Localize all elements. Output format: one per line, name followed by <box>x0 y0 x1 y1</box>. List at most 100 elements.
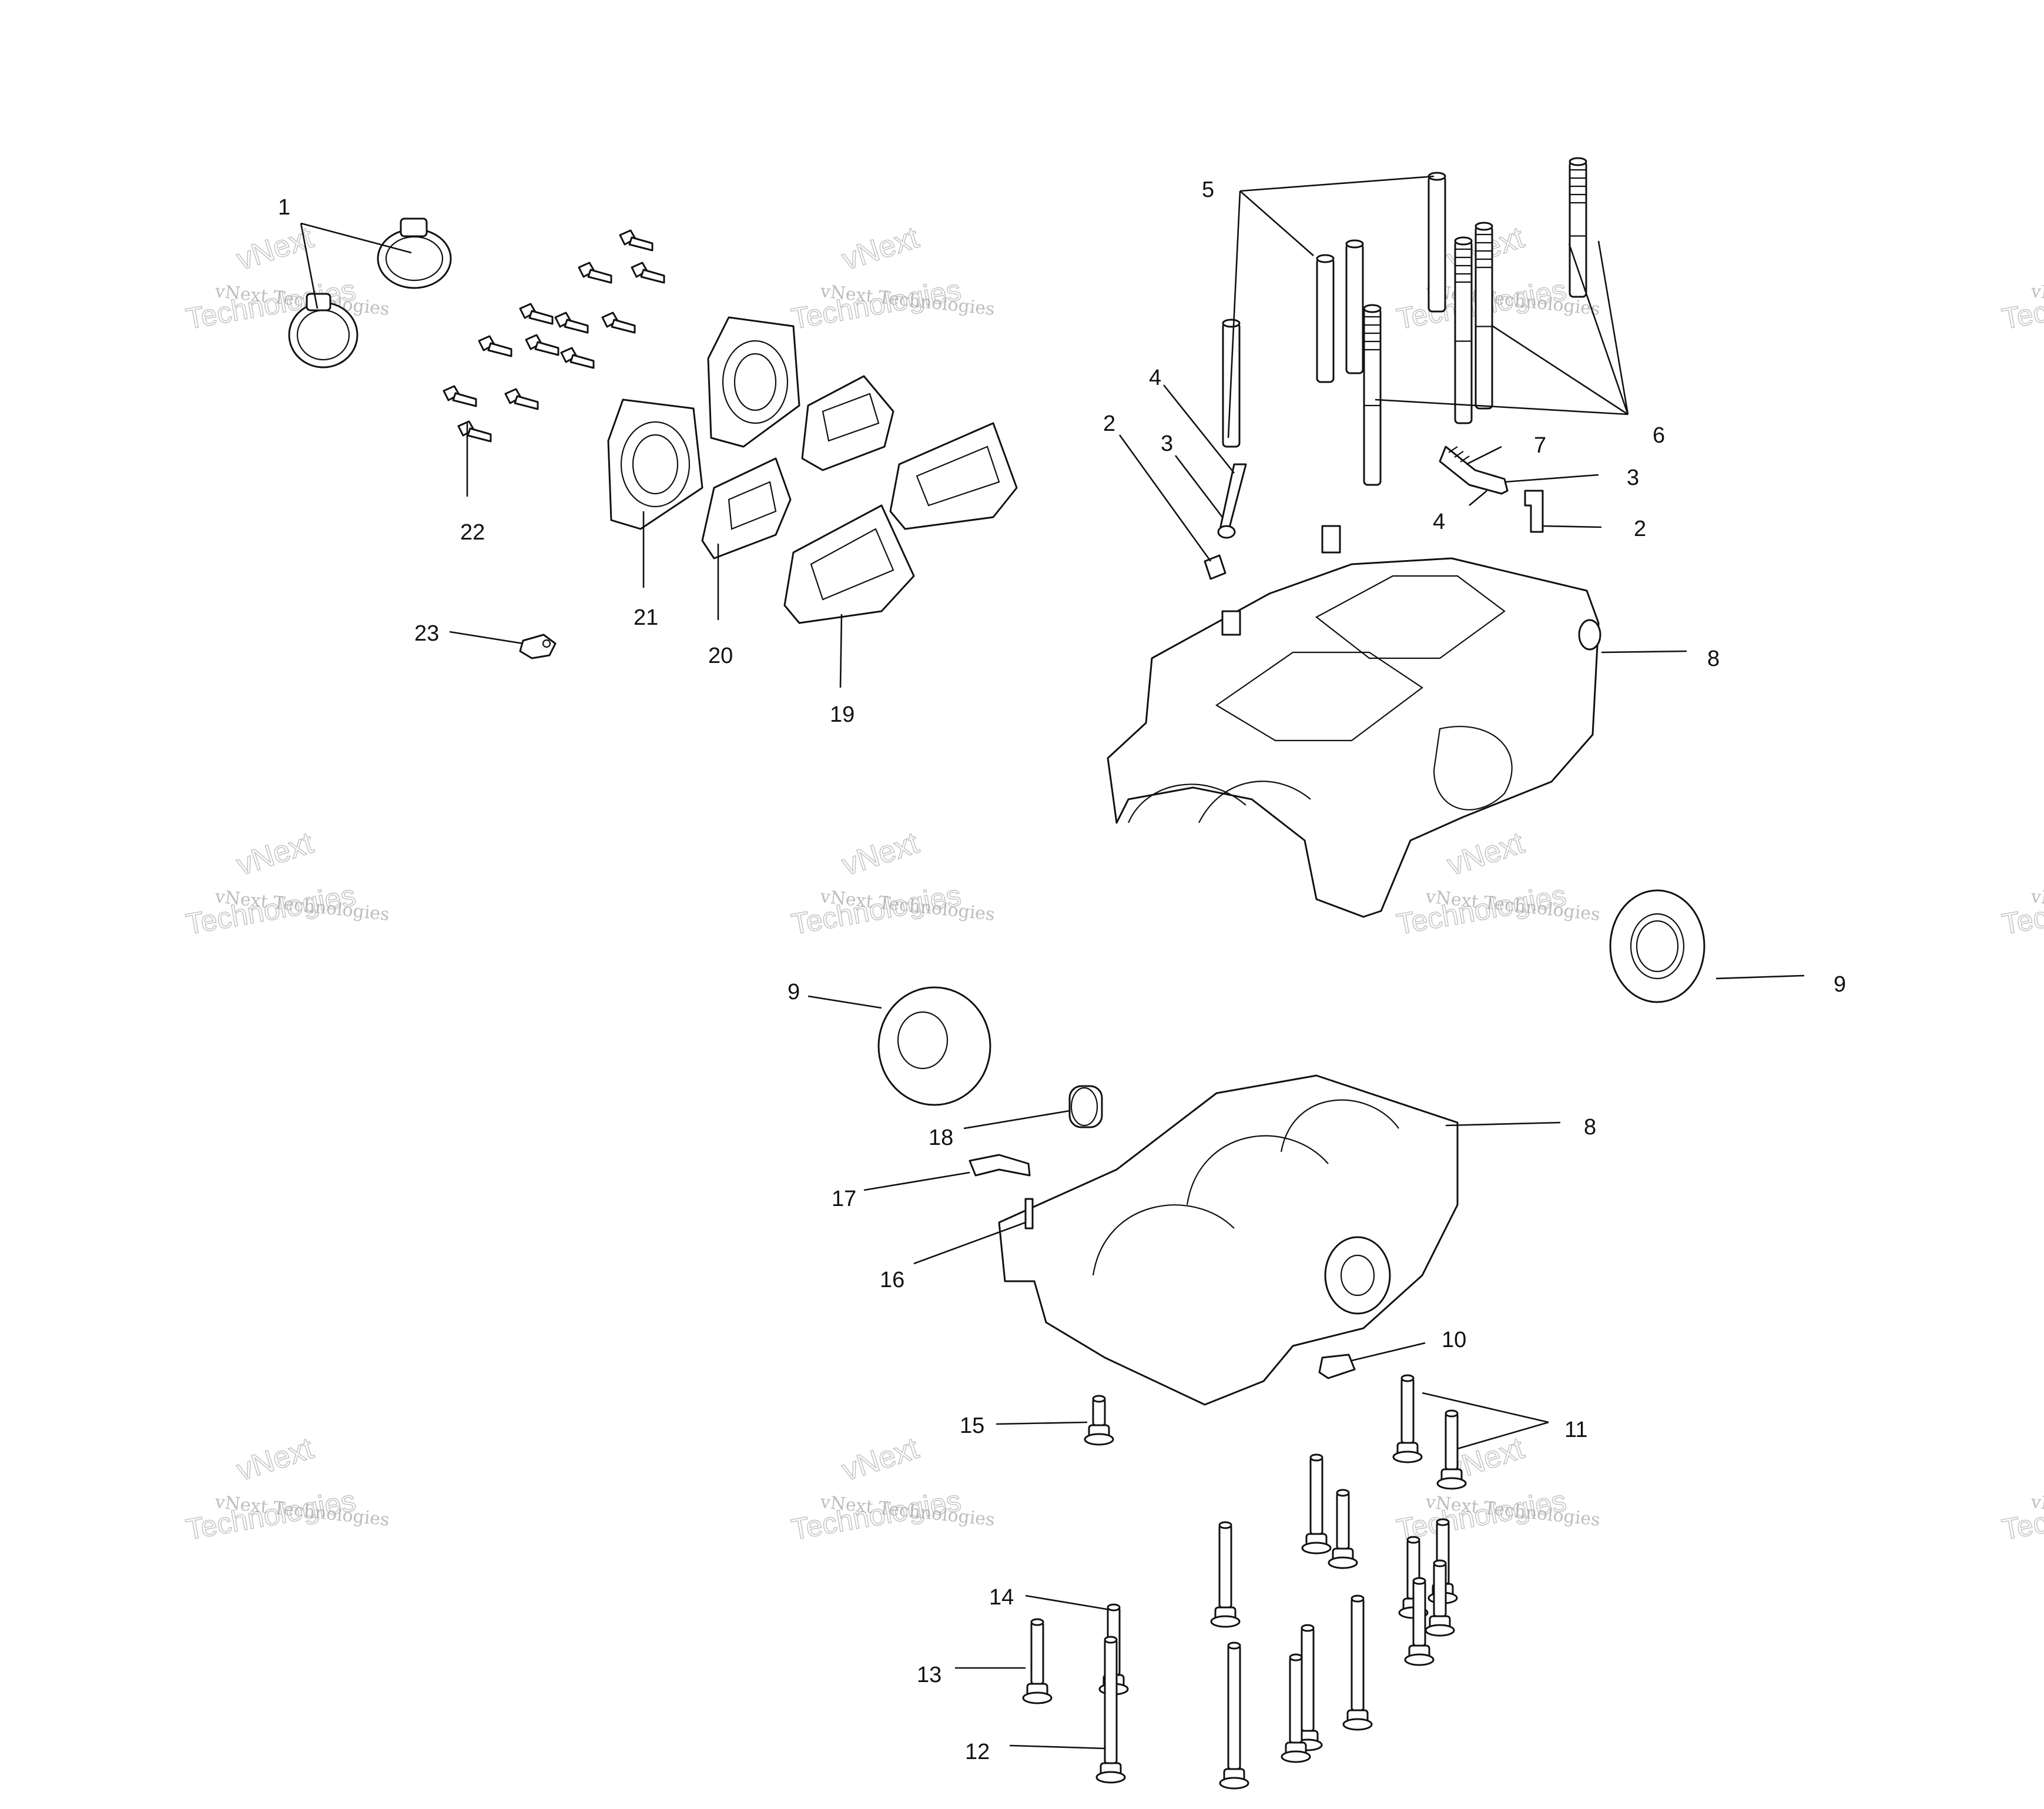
callout-3-right: 3 <box>1627 465 1639 490</box>
bolt <box>1404 1577 1435 1666</box>
watermark-line3: Technologies <box>789 1484 963 1546</box>
stud <box>1363 304 1382 486</box>
part-5-6-studs <box>1222 157 1587 486</box>
bolt <box>1219 1642 1249 1790</box>
bolt <box>519 303 554 325</box>
stud <box>1454 236 1473 424</box>
bolt <box>560 347 595 369</box>
watermark-line1: vNext <box>233 826 318 882</box>
bolt <box>1328 1489 1358 1569</box>
parts-11-15-bolts <box>1022 1374 1467 1790</box>
callout-2-right: 2 <box>1634 517 1646 541</box>
callout-22: 22 <box>460 520 485 545</box>
callout-3-left: 3 <box>1161 431 1173 456</box>
callout-5: 5 <box>1202 177 1214 202</box>
bolt <box>478 335 512 357</box>
part-10-plug <box>1318 1354 1356 1379</box>
callout-9-left: 9 <box>788 980 800 1004</box>
bolt <box>525 334 559 356</box>
watermark-line3: Technologies <box>789 879 963 941</box>
bolt <box>554 311 589 334</box>
part-22-bolts <box>443 229 665 443</box>
bolt <box>578 262 612 284</box>
callout-6: 6 <box>1653 423 1665 448</box>
part-19-reed-valves <box>783 422 1018 624</box>
bolt <box>1281 1653 1311 1763</box>
callout-13: 13 <box>917 1663 941 1687</box>
leader-lines <box>300 175 1805 1750</box>
part-1-hose-clamps <box>288 217 452 369</box>
bolt <box>631 262 665 284</box>
callout-15: 15 <box>960 1413 984 1438</box>
callout-17: 17 <box>832 1187 856 1211</box>
callout-16: 16 <box>880 1268 904 1292</box>
bolt <box>1095 1636 1126 1784</box>
stud <box>1569 157 1587 298</box>
bolt <box>1425 1559 1455 1637</box>
bolt <box>457 420 492 443</box>
callout-2-left: 2 <box>1103 411 1115 436</box>
watermark-line1: vNext <box>838 826 923 882</box>
callout-23: 23 <box>414 621 439 646</box>
watermark-line3: Technologies <box>789 273 963 336</box>
bolt <box>504 388 539 410</box>
callout-labels: 1 2 3 4 5 6 7 3 4 2 8 8 9 9 10 11 12 13 … <box>278 177 1846 1764</box>
stud <box>1428 172 1446 313</box>
part-21-intake-flanges <box>607 316 800 530</box>
watermark-line3: Technologies <box>183 879 358 941</box>
watermark-line1: vNext <box>233 1431 318 1488</box>
part-9-seals <box>877 889 1705 1106</box>
bolt <box>1436 1409 1467 1490</box>
part-8-lower-crankcase <box>998 1074 1459 1406</box>
bolt <box>619 229 654 252</box>
callout-10: 10 <box>1442 1328 1466 1352</box>
stud <box>1475 222 1493 410</box>
callout-18: 18 <box>929 1125 953 1150</box>
callout-9-right: 9 <box>1834 972 1846 997</box>
watermark-line3: Technologies <box>1394 1484 1569 1546</box>
bolt <box>1342 1594 1373 1731</box>
callout-8-lower: 8 <box>1584 1115 1596 1140</box>
callout-8-upper: 8 <box>1707 646 1720 671</box>
stud <box>1345 239 1364 374</box>
bolt <box>1022 1618 1053 1704</box>
callout-4-left: 4 <box>1149 366 1161 390</box>
bolt <box>1084 1395 1114 1446</box>
callout-7: 7 <box>1534 433 1546 458</box>
callout-21: 21 <box>634 605 658 630</box>
bolt <box>1301 1453 1332 1555</box>
part-8-upper-crankcase <box>1107 525 1601 918</box>
callout-19: 19 <box>830 702 855 727</box>
part-18-bushing <box>1068 1085 1103 1128</box>
callout-12: 12 <box>965 1740 990 1764</box>
watermark-line3: Technologies <box>1394 879 1569 941</box>
watermark-line3: Technologies <box>183 1484 358 1546</box>
callout-1: 1 <box>278 195 290 220</box>
bolt <box>601 311 636 334</box>
part-20-reed-cages <box>701 375 894 560</box>
part-23-clip <box>519 634 557 659</box>
callout-4-right: 4 <box>1433 510 1445 534</box>
callout-14: 14 <box>989 1585 1014 1610</box>
watermark-line1: vNext <box>1443 826 1529 882</box>
callout-11: 11 <box>1564 1418 1587 1442</box>
bolt <box>1392 1374 1423 1463</box>
bolt <box>443 385 477 407</box>
watermark-line1: vNext <box>838 220 923 277</box>
bolt <box>1210 1521 1241 1628</box>
watermark-line1: vNext <box>233 220 318 277</box>
part-17-elbow-fitting <box>969 1154 1031 1177</box>
